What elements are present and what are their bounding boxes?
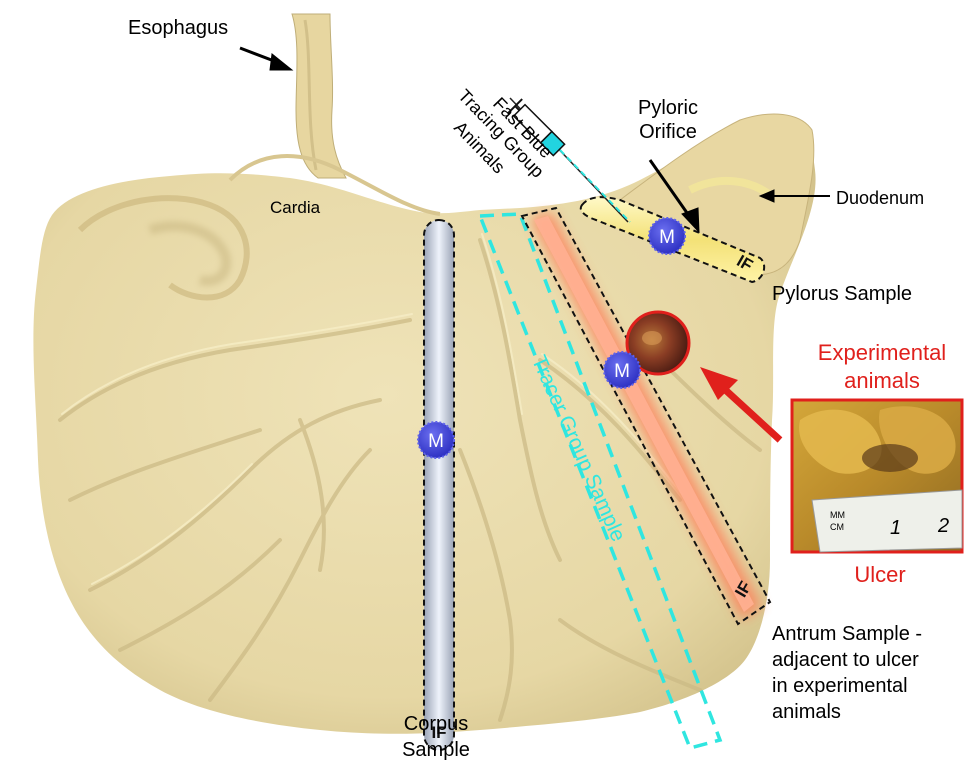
ruler-unit-mm: MM [830,510,845,520]
corpus-sample-label-line2: Sample [388,738,484,762]
antrum-sample-label-line3: in experimental [772,674,908,698]
m-marker: M [604,352,640,388]
pylorus-sample-label: Pylorus Sample [772,282,912,306]
m-marker-text: M [659,227,675,248]
cardia-label: Cardia [270,196,320,220]
experimental-animals-label-line2: animals [800,368,964,394]
esophagus-tissue [292,14,346,178]
m-marker: M [418,422,454,458]
duodenum-label: Duodenum [836,186,924,210]
m-marker-text: M [614,361,630,382]
m-marker: M [649,218,685,254]
ulcer-inset-photo [792,400,962,552]
corpus-sample-strip [424,220,454,750]
pyloric-orifice-label-line1: Pyloric [628,96,708,120]
corpus-sample-label-line1: Corpus [388,712,484,736]
antrum-sample-label-line2: adjacent to ulcer [772,648,919,672]
experimental-animals-label-line1: Experimental [800,340,964,366]
ruler-number-1: 1 [890,516,901,540]
ruler-number-2: 2 [938,514,949,538]
antrum-sample-label-line1: Antrum Sample - [772,622,922,646]
ruler-unit-cm: CM [830,522,844,532]
pyloric-orifice-label-line2: Orifice [628,120,708,144]
m-marker-text: M [428,431,444,452]
antrum-sample-label-line4: animals [772,700,841,724]
ulcer-label: Ulcer [820,562,940,588]
esophagus-label: Esophagus [128,16,228,40]
